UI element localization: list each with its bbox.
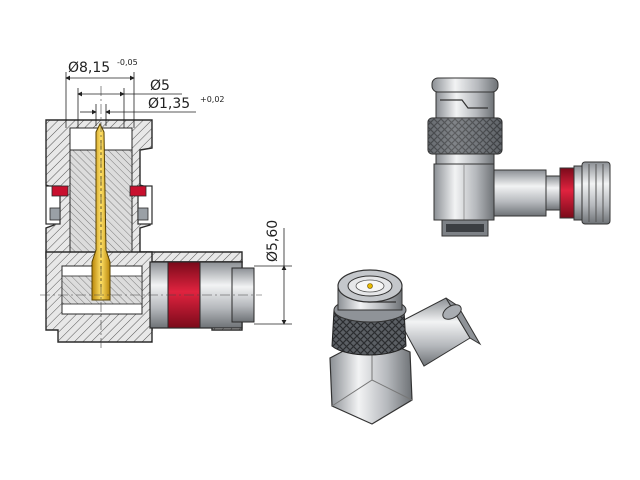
pin-tolerance-label: +0,02 xyxy=(200,95,225,104)
cable-arm xyxy=(493,169,547,217)
pin-diameter-label: Ø1,35 xyxy=(148,96,190,112)
red-insulator-band xyxy=(559,167,575,219)
iso-knurled-nut xyxy=(331,309,407,356)
spring-washer-right xyxy=(137,207,149,221)
pin-bore-diameter-label: Ø5 xyxy=(150,78,170,94)
iso-center-pin xyxy=(367,283,373,289)
outer-diameter-label: Ø8,15 xyxy=(68,60,110,76)
isometric-view-render xyxy=(329,269,482,425)
red-seal-left xyxy=(51,185,69,197)
red-seal-right xyxy=(129,185,147,197)
side-view-render xyxy=(427,77,611,237)
dimension-lines xyxy=(65,72,292,325)
cross-section-view xyxy=(40,86,262,350)
dimension-labels: Ø8,15 -0,05 Ø5 Ø1,35 +0,02 Ø5,60 xyxy=(68,58,281,262)
spring-washer-left xyxy=(49,207,61,221)
outer-tolerance-label: -0,05 xyxy=(117,58,138,67)
bayonet-cap xyxy=(431,77,499,93)
cable-entry-diameter-label: Ø5,60 xyxy=(265,220,281,262)
